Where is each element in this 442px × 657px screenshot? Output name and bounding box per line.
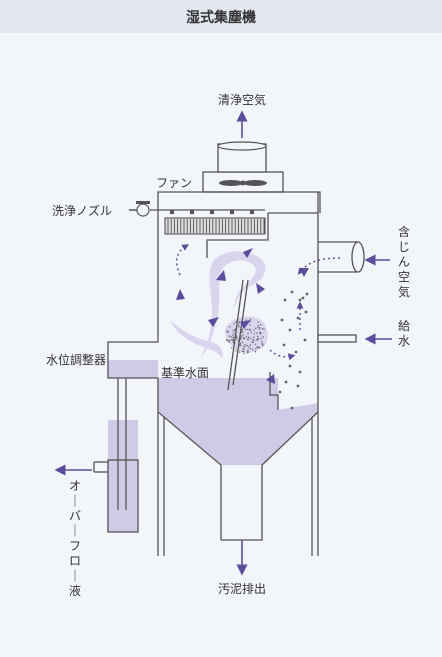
- swirl-arrowheads: [176, 248, 309, 384]
- housing-top: [157, 191, 321, 213]
- sludge-discharge-label: 汚泥排出: [218, 582, 266, 596]
- motor-top: [217, 141, 267, 151]
- inner-baffle: [206, 213, 269, 258]
- water-supply-label: 給水: [398, 319, 410, 348]
- dust-particles: [278, 290, 309, 410]
- overflow-tank-water: [108, 420, 138, 532]
- water-channel: [108, 360, 158, 378]
- deflector-plate: [227, 279, 244, 391]
- mist-eliminator-mesh: [167, 219, 265, 233]
- nozzle-heads: [170, 210, 254, 214]
- housing-left-wall: [107, 192, 319, 541]
- wash-nozzle-label: 洗浄ノズル: [52, 203, 112, 218]
- dusty-air-label: 含じん空気: [398, 224, 410, 299]
- inner-right-baffle: [269, 372, 279, 410]
- external-arrows: [54, 110, 392, 576]
- fan-icon: [219, 180, 267, 186]
- mist-eliminator: [164, 217, 266, 235]
- overflow-tank: [107, 459, 139, 533]
- page-title: 湿式集塵機: [0, 0, 442, 33]
- inlet-opening: [351, 241, 365, 273]
- water-swirl: [170, 251, 268, 358]
- dusty-air-inlet: [318, 241, 358, 273]
- reference-water-level-label: 基準水面: [161, 365, 209, 380]
- wash-nozzle-valve-icon: [129, 201, 150, 217]
- water-level-regulator-label: 水位調整器: [46, 352, 106, 367]
- overflow-liquid-label: オ｜バ｜フロ｜液: [69, 479, 81, 598]
- water-supply-pipe: [317, 334, 357, 343]
- clean-air-label: 清浄空気: [218, 92, 266, 107]
- fan-label: ファン: [156, 176, 192, 190]
- tank-water: [158, 378, 318, 465]
